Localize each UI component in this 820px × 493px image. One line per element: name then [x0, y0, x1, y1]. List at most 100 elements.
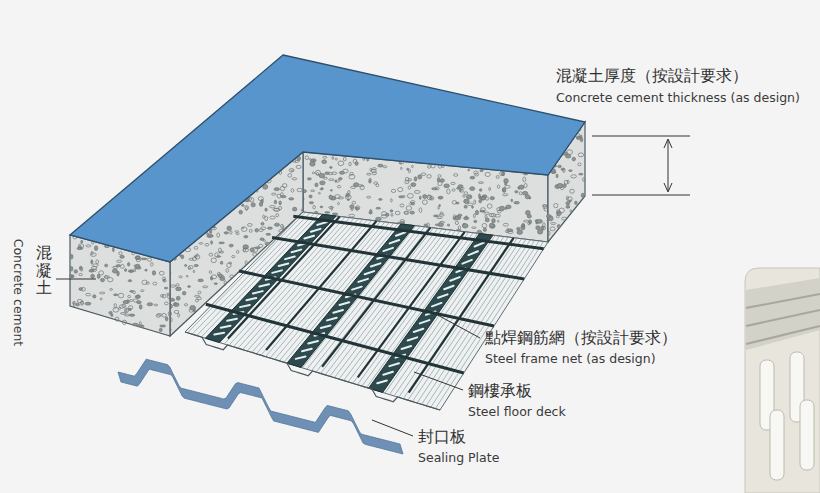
rib-embossment: [396, 232, 405, 235]
aggregate-speck: [465, 216, 467, 219]
aggregate-speck: [323, 156, 327, 158]
aggregate-speck: [247, 223, 252, 226]
dimension-arrowhead: [664, 183, 672, 192]
aggregate-speck: [581, 193, 584, 197]
aggregate-speck: [332, 213, 338, 215]
aggregate-speck: [99, 271, 104, 275]
aggregate-speck: [519, 185, 524, 189]
aggregate-speck: [561, 187, 564, 190]
aggregate-speck: [487, 204, 492, 208]
aggregate-speck: [74, 270, 77, 273]
aggregate-speck: [301, 209, 303, 211]
leader-line: [432, 312, 480, 338]
aggregate-speck: [524, 183, 527, 187]
aggregate-speck: [164, 287, 168, 289]
aggregate-speck: [130, 291, 134, 293]
aggregate-speck: [99, 292, 105, 294]
aggregate-speck: [198, 279, 203, 282]
aggregate-speck: [188, 267, 190, 270]
steel-frame-net: [206, 216, 544, 392]
aggregate-speck: [329, 195, 333, 199]
aggregate-speck: [309, 195, 312, 198]
aggregate-speck: [378, 164, 383, 167]
aggregate-speck: [329, 179, 335, 181]
aggregate-speck: [335, 195, 340, 199]
aggregate-speck: [173, 303, 179, 307]
aggregate-speck: [239, 210, 242, 214]
aggregate-speck: [311, 190, 315, 192]
aggregate-speck: [329, 207, 334, 209]
aggregate-speck: [470, 187, 475, 191]
aggregate-speck: [335, 158, 337, 160]
aggregate-speck: [137, 295, 140, 299]
aggregate-speck: [176, 296, 180, 300]
aggregate-speck: [556, 174, 558, 178]
aggregate-speck: [519, 192, 522, 195]
aggregate-speck: [437, 178, 439, 182]
aggregate-speck: [430, 198, 433, 200]
aggregate-speck: [194, 264, 198, 266]
aggregate-speck: [470, 176, 475, 179]
aggregate-speck: [411, 203, 414, 205]
rebar-longitudinal: [228, 217, 340, 339]
aggregate-speck: [427, 166, 430, 169]
aggregate-speck: [339, 171, 344, 174]
aggregate-speck: [464, 205, 467, 208]
rib-embossment: [327, 318, 337, 321]
aggregate-speck: [336, 180, 340, 182]
aggregate-speck: [330, 167, 333, 169]
aggregate-speck: [232, 255, 235, 257]
aggregate-speck: [112, 266, 118, 268]
aggregate-speck: [315, 183, 318, 187]
aggregate-speck: [572, 157, 575, 161]
aggregate-speck: [217, 233, 220, 237]
aggregate-speck: [219, 242, 225, 244]
aggregate-speck: [439, 204, 441, 206]
aggregate-speck: [147, 258, 151, 261]
rib-embossment: [390, 240, 400, 243]
rib-embossment: [383, 372, 393, 375]
aggregate-speck: [391, 213, 393, 216]
aggregate-speck: [114, 303, 116, 308]
aggregate-speck: [128, 280, 131, 282]
aggregate-speck: [517, 230, 522, 235]
aggregate-speck: [111, 314, 113, 316]
aggregate-speck: [472, 227, 477, 229]
aggregate-speck: [514, 201, 519, 203]
aggregate-speck: [250, 248, 254, 252]
aggregate-speck: [398, 187, 403, 191]
aggregate-speck: [128, 295, 131, 298]
aggregate-speck: [485, 218, 489, 222]
aggregate-speck: [528, 222, 530, 225]
aggregate-speck: [229, 244, 233, 247]
aggregate-speck: [505, 183, 507, 185]
part-label: 混凝土: [36, 244, 52, 297]
aggregate-speck: [182, 291, 185, 295]
rib-embossment: [304, 236, 314, 239]
aggregate-speck: [468, 169, 470, 171]
rib-embossment: [340, 302, 350, 305]
aggregate-speck: [345, 195, 351, 199]
aggregate-speck: [211, 275, 217, 279]
aggregate-speck: [189, 258, 193, 260]
aggregate-speck: [566, 206, 570, 209]
photo-duct: [800, 400, 814, 470]
rib-embossment: [227, 319, 237, 321]
aggregate-speck: [185, 265, 187, 267]
aggregate-speck: [566, 201, 569, 205]
aggregate-speck: [313, 205, 316, 208]
aggregate-speck: [152, 271, 155, 275]
aggregate-speck: [124, 314, 129, 316]
rib-embossment: [311, 229, 321, 232]
aggregate-speck: [230, 231, 232, 234]
rib-embossment: [352, 287, 362, 290]
aggregate-speck: [548, 231, 550, 235]
rib-embossment: [462, 260, 471, 264]
aggregate-speck: [418, 175, 422, 179]
aggregate-speck: [473, 214, 475, 218]
aggregate-speck: [323, 177, 328, 179]
aggregate-speck: [130, 300, 133, 302]
aggregate-speck: [570, 189, 574, 193]
aggregate-speck: [419, 208, 422, 213]
aggregate-speck: [279, 201, 281, 205]
